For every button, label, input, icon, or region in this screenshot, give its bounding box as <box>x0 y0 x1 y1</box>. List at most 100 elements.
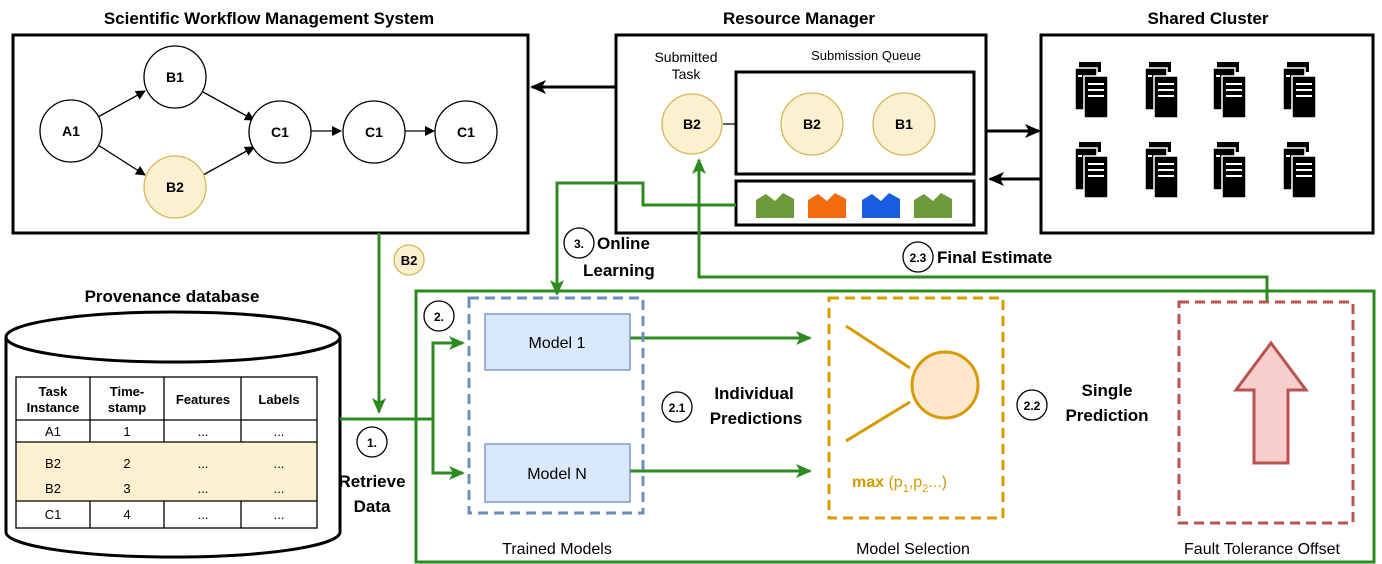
max-formula-close: ...) <box>928 474 947 491</box>
table-cell: 2 <box>123 456 130 471</box>
table-cell: ... <box>274 507 285 522</box>
step-2-1-number: 2.1 <box>669 401 686 415</box>
workflow-node-label: B2 <box>166 179 184 195</box>
workflow-node-c1-second: C1 <box>342 100 406 164</box>
table-header: Task <box>39 384 68 399</box>
step-2-3: 2.3 Final Estimate <box>902 241 1052 273</box>
online-learning-arrow <box>550 181 736 296</box>
workflow-node-label: C1 <box>271 124 289 140</box>
workflow-node-b1: B1 <box>143 45 207 109</box>
step-3-line2: Learning <box>583 261 655 280</box>
usage-graph-icon <box>862 193 900 218</box>
step-2-3-label: Final Estimate <box>937 248 1052 267</box>
up-arrow-icon <box>1233 340 1309 465</box>
table-cell: ... <box>198 456 209 471</box>
max-formula-sub2: 2 <box>922 483 928 495</box>
step-2-1-line2: Predictions <box>710 409 803 428</box>
trained-models-label: Trained Models <box>502 541 612 558</box>
b2-flow-badge: B2 <box>393 244 425 276</box>
max-formula-open: (p <box>884 474 903 491</box>
step-2-2-line1: Single <box>1081 381 1132 400</box>
max-formula-keyword: max <box>852 474 884 491</box>
modelN-box: Model N <box>484 443 631 503</box>
usage-graph-icon <box>808 193 846 218</box>
usage-graph-icon <box>914 193 952 218</box>
highlight-rows <box>16 442 317 501</box>
green-flow-lines <box>340 158 1269 480</box>
max-formula-sub1: 1 <box>903 483 909 495</box>
retrieve-to-model1-arrow <box>340 336 465 421</box>
workflow-node-c1: C1 <box>248 100 312 164</box>
model-selection-label: Model Selection <box>856 541 970 558</box>
table-cell: 1 <box>123 424 130 439</box>
provenance-db-title: Provenance database <box>85 287 260 306</box>
table-cell: ... <box>274 424 285 439</box>
queue-node-b1: B1 <box>872 92 936 156</box>
table-cell: ... <box>198 424 209 439</box>
step-1: 1. Retrieve Data <box>338 426 406 516</box>
step-1-line1: Retrieve <box>338 472 405 491</box>
shared-cluster-title: Shared Cluster <box>1148 9 1269 28</box>
final-estimate-arrow <box>692 158 1269 301</box>
max-selector-icon <box>845 324 980 443</box>
usage-graph-icons <box>756 193 952 218</box>
queue-node-label: B1 <box>895 116 913 132</box>
step-2-1: 2.1 Individual Predictions <box>661 384 803 428</box>
submission-queue-box <box>734 70 976 176</box>
table-cell: B2 <box>45 456 61 471</box>
workflow-node-label: C1 <box>457 124 475 140</box>
step-2-2-line2: Prediction <box>1065 406 1148 425</box>
workflow-node-a1: A1 <box>39 99 103 163</box>
swms-title: Scientific Workflow Management System <box>104 9 434 28</box>
prediction-area-box <box>414 289 1376 564</box>
submitted-task-node: B2 <box>661 93 723 155</box>
step-2-3-number: 2.3 <box>910 251 927 265</box>
submitted-task-label-line1: Submitted <box>654 49 717 65</box>
table-cell: ... <box>274 481 285 496</box>
step-1-line2: Data <box>354 497 391 516</box>
step-3-number: 3. <box>574 237 584 251</box>
table-header: Time- <box>110 384 144 399</box>
table-header: Instance <box>27 400 80 415</box>
workflow-node-label: A1 <box>62 123 80 139</box>
step-2-1-line1: Individual <box>714 384 793 403</box>
model1-box: Model 1 <box>484 313 631 371</box>
step-1-number: 1. <box>367 436 377 450</box>
queue-node-b2: B2 <box>780 92 844 156</box>
submitted-task-label-line2: Task <box>672 66 702 82</box>
submitted-task-node-label: B2 <box>683 116 701 132</box>
table-cell: C1 <box>45 507 62 522</box>
step-2: 2. <box>423 300 455 332</box>
provenance-table: Task Instance Time- stamp Features Label… <box>15 376 318 529</box>
step-2-2: 2.2 Single Prediction <box>1016 381 1149 425</box>
b2-flow-badge-label: B2 <box>401 253 418 268</box>
fault-tolerance-label: Fault Tolerance Offset <box>1184 541 1340 558</box>
table-cell: 4 <box>123 507 130 522</box>
table-cell: 3 <box>123 481 130 496</box>
usage-graph-icon <box>756 193 794 218</box>
table-header: Features <box>176 392 230 407</box>
step-2-number: 2. <box>434 310 444 324</box>
model-selection-box <box>827 296 1005 520</box>
step-3: 3. Online Learning <box>563 227 655 280</box>
table-cell: B2 <box>45 481 61 496</box>
max-formula: max (p1,p2...) <box>852 474 947 495</box>
workflow-edges <box>97 90 435 176</box>
workflow-node-label: C1 <box>365 124 383 140</box>
submission-queue-label: Submission Queue <box>811 48 921 63</box>
workflow-node-c1-third: C1 <box>434 100 498 164</box>
table-cell: ... <box>274 456 285 471</box>
fault-tolerance-box <box>1177 300 1355 525</box>
resource-manager-title: Resource Manager <box>723 9 875 28</box>
max-formula-comma: ,p <box>909 474 922 491</box>
workflow-node-label: B1 <box>166 69 184 85</box>
modelN-label: Model N <box>527 466 587 483</box>
queue-node-label: B2 <box>803 116 821 132</box>
table-cell: A1 <box>45 424 61 439</box>
retrieve-to-modelN-arrow <box>431 419 465 480</box>
step-3-line1: Online <box>597 234 650 253</box>
table-header: stamp <box>108 400 146 415</box>
table-cell: ... <box>198 481 209 496</box>
model1-label: Model 1 <box>529 335 586 352</box>
